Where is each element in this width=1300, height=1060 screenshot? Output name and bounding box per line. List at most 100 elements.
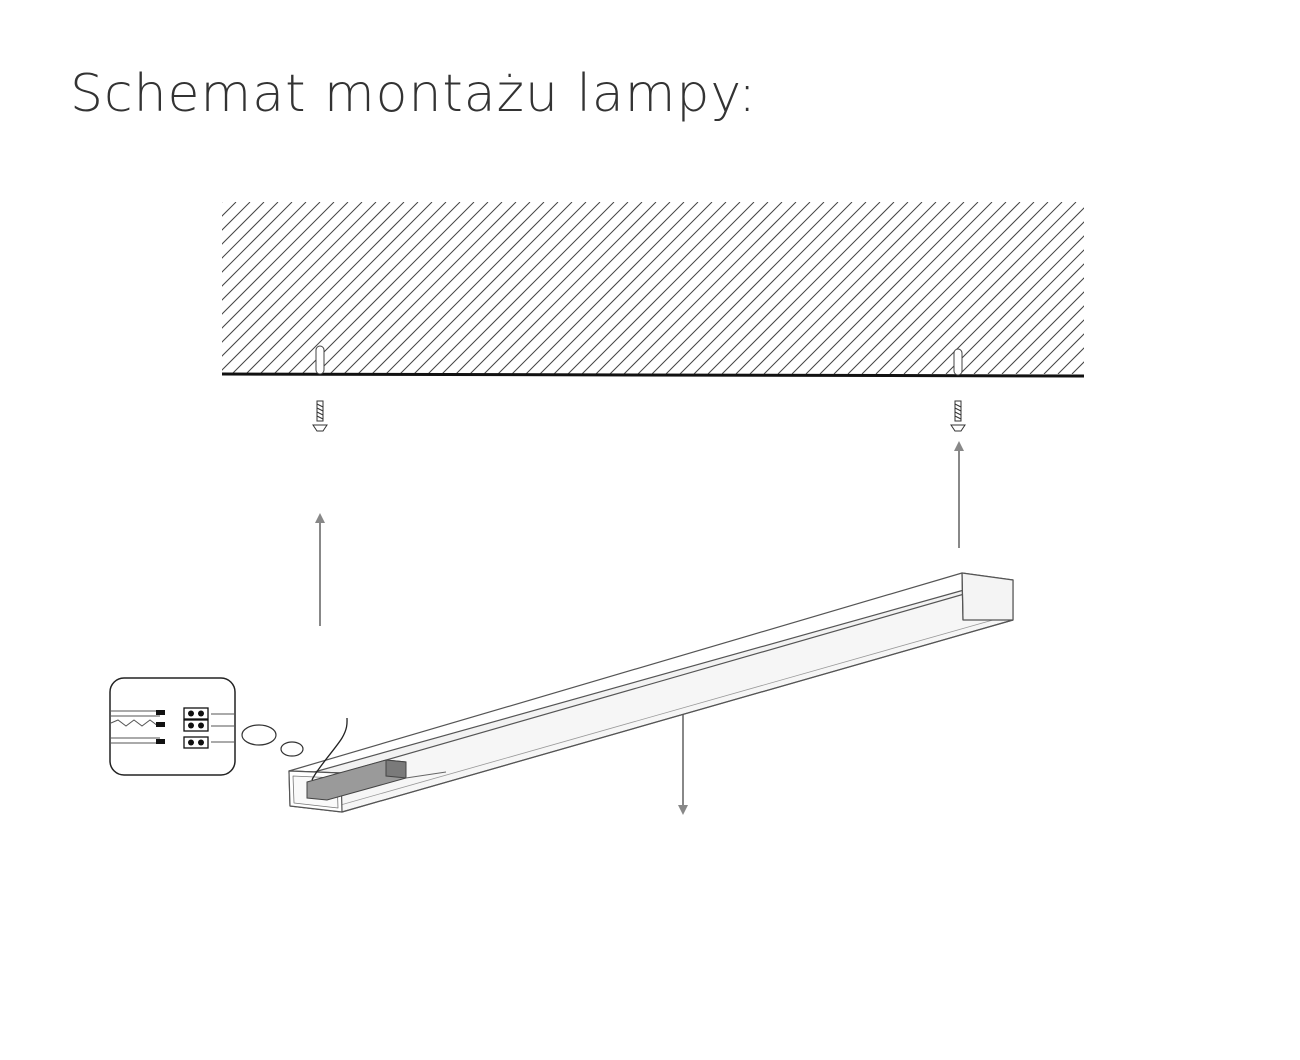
hatch-line (455, 202, 629, 374)
hatch-line (833, 202, 1007, 374)
hatch-line (651, 202, 825, 374)
ceiling-hatch (222, 202, 1300, 374)
hatch-line (1128, 202, 1300, 374)
hatch-line (222, 202, 251, 231)
hatch-line (413, 202, 587, 374)
page-title: Schemat montażu lampy: (70, 64, 757, 124)
ceiling-line (221, 372, 1085, 378)
hatch-line (777, 202, 951, 374)
hatch-line (1254, 202, 1300, 374)
hatch-line (889, 202, 1063, 374)
hatch-line (1071, 361, 1084, 374)
hatch-line (539, 202, 713, 374)
hatch-line (819, 202, 993, 374)
hatch-line (1015, 305, 1084, 374)
driver-box (306, 759, 447, 801)
hatch-line (945, 235, 1084, 374)
hatch-line (222, 202, 349, 329)
hatch-line (469, 202, 643, 374)
wall-plug (953, 348, 963, 376)
hatch-line (637, 202, 811, 374)
hatch-line (399, 202, 573, 374)
hatch-line (222, 202, 335, 315)
hatch-line (595, 202, 769, 374)
hatch-line (567, 202, 741, 374)
hatch-line (1142, 202, 1300, 374)
hatch-line (791, 202, 965, 374)
hatch-line (581, 202, 755, 374)
hatch-line (371, 202, 545, 374)
hatch-line (222, 202, 279, 259)
power-cable (311, 717, 348, 781)
hatch-line (707, 202, 881, 374)
hatch-line (222, 202, 363, 343)
hatch-line (609, 202, 783, 374)
hatch-line (315, 202, 489, 374)
hatch-line (497, 202, 671, 374)
hatch-line (329, 202, 503, 374)
hatch-line (847, 202, 1021, 374)
hatch-line (1100, 202, 1272, 374)
hatch-line (931, 221, 1084, 374)
hatch-line (231, 202, 405, 374)
hatch-line (511, 202, 685, 374)
hatch-line (273, 202, 447, 374)
hatch-line (735, 202, 909, 374)
hatch-line (1212, 202, 1300, 374)
hatch-line (959, 249, 1084, 374)
hatch-line (1156, 202, 1300, 374)
hatch-line (679, 202, 853, 374)
hatch-line (357, 202, 531, 374)
connector-box-icon (109, 677, 236, 776)
hatch-line (222, 202, 307, 287)
hatch-line (903, 202, 1077, 374)
hatch-line (259, 202, 433, 374)
screw-icon (950, 400, 966, 432)
hatch-line (623, 202, 797, 374)
hatch-line (861, 202, 1035, 374)
hatch-line (525, 202, 699, 374)
hatch-line (1170, 202, 1300, 374)
hatch-line (343, 202, 517, 374)
hatch-line (1057, 347, 1084, 374)
hatch-line (427, 202, 601, 374)
hatch-line (287, 202, 461, 374)
hatch-line (1001, 291, 1084, 374)
hatch-line (483, 202, 657, 374)
hatch-line (385, 202, 559, 374)
hatch-line (1114, 202, 1286, 374)
callout-bubble-large (241, 724, 277, 746)
hatch-line (222, 202, 391, 371)
hatch-line (222, 202, 237, 217)
hatch-line (222, 202, 377, 357)
hatch-line (693, 202, 867, 374)
hatch-line (222, 202, 321, 301)
hatch-line (763, 202, 937, 374)
hatch-line (987, 277, 1084, 374)
hatch-line (1226, 202, 1300, 374)
hatch-line (973, 263, 1084, 374)
callout-bubble-small (280, 741, 304, 757)
hatch-line (1043, 333, 1084, 374)
hatch-line (222, 202, 293, 273)
hatch-line (222, 202, 265, 245)
hatch-line (875, 202, 1049, 374)
hatch-line (805, 202, 979, 374)
hatch-line (1086, 202, 1258, 374)
hatch-line (721, 202, 895, 374)
hatch-line (441, 202, 615, 374)
hatch-line (553, 202, 727, 374)
hatch-line (301, 202, 475, 374)
hatch-line (1029, 319, 1084, 374)
hatch-line (1240, 202, 1300, 374)
hatch-line (1198, 202, 1300, 374)
hatch-line (665, 202, 839, 374)
hatch-line (245, 202, 419, 374)
hatch-line (749, 202, 923, 374)
hatch-line (917, 207, 1084, 374)
screw-icon (312, 400, 328, 432)
hatch-line (1184, 202, 1300, 374)
hatch-line (222, 202, 223, 203)
wall-plug (315, 345, 325, 375)
